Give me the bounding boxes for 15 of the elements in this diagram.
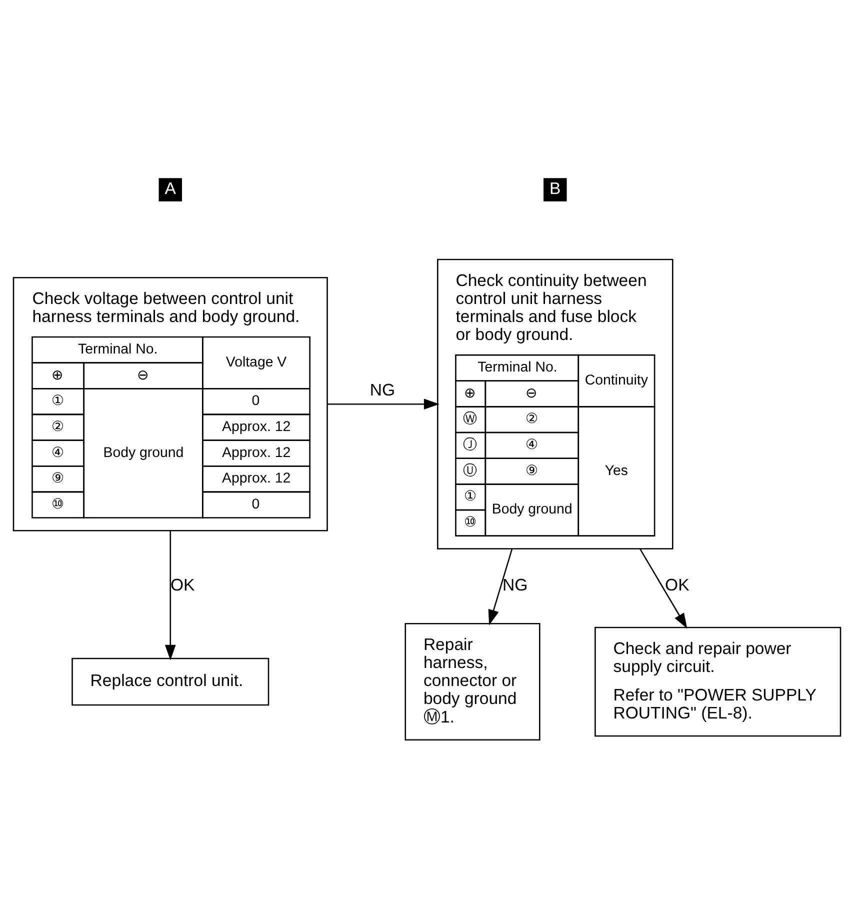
- edge-label: OK: [665, 576, 690, 595]
- node-box: Check voltage between control unit harness terminals and body ground. Terminal No. Voltage V ⊕ ⊖ ① Body ground 0 ② Approx. 12 ④ Approx. 12 ⑨ Approx. 12 ⑩ 0: [12, 276, 328, 532]
- arrow: [488, 548, 513, 626]
- node-box: Repair harness, connector or body ground Ⓜ1.: [404, 622, 540, 740]
- arrow: [640, 548, 688, 629]
- edge-label: OK: [170, 576, 195, 595]
- edge-label: NG: [370, 380, 396, 400]
- label: B: [550, 179, 561, 198]
- label: A: [164, 179, 176, 198]
- node-box: Replace control unit.: [72, 658, 270, 706]
- node-box: Check continuity between control unit harness terminals and fuse block or body ground. Terminal No. Continuity ⊕ ⊖ Ⓦ ② Yes Ⓙ ④ Ⓤ ⑨ ① Body ground ⑩: [437, 258, 674, 550]
- arrow: [164, 530, 176, 660]
- node-box: Check and repair power supply circuit. Refer to "POWER SUPPLY ROUTING" (EL-8).: [594, 626, 842, 737]
- arrow: [327, 398, 440, 410]
- edge-label: NG: [502, 576, 528, 595]
